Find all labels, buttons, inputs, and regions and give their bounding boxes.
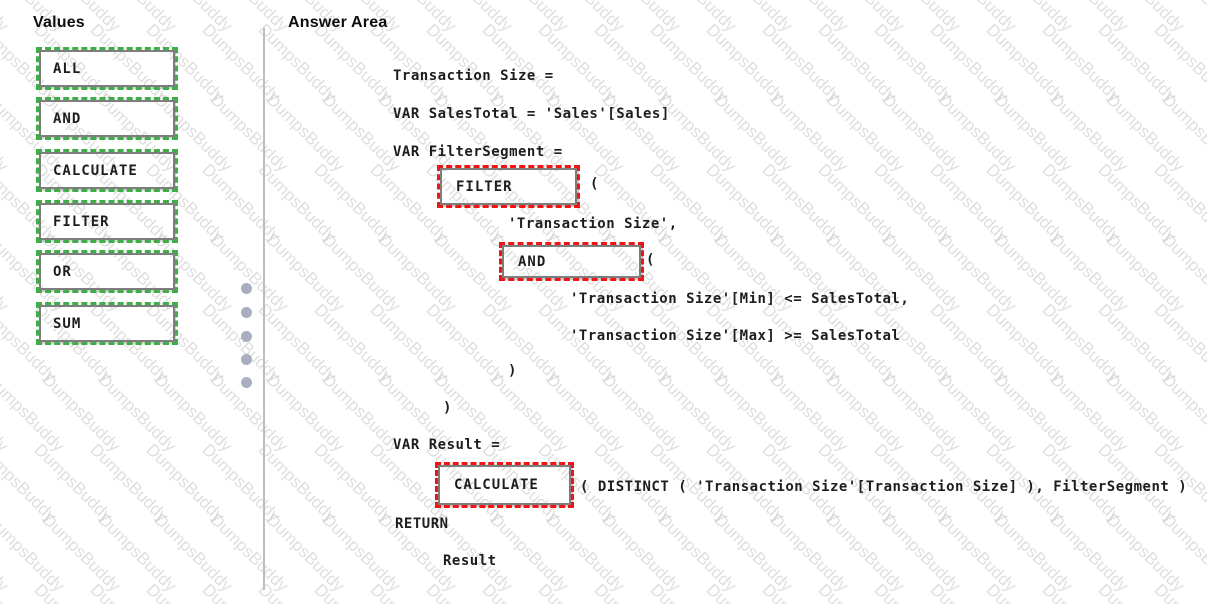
answer-slot-calculate[interactable]: CALCULATE bbox=[435, 462, 574, 508]
value-chip-label: FILTER bbox=[53, 213, 110, 230]
code-line-distinct-expression: ( DISTINCT ( 'Transaction Size'[Transact… bbox=[580, 479, 1188, 495]
code-line-measure-name: Transaction Size = bbox=[393, 68, 554, 84]
answer-slot-filter[interactable]: FILTER bbox=[437, 165, 580, 208]
values-panel-title: Values bbox=[33, 14, 85, 31]
drag-dot-icon bbox=[241, 331, 252, 342]
answer-area-title: Answer Area bbox=[288, 14, 388, 31]
code-line-var-salestotal: VAR SalesTotal = 'Sales'[Sales] bbox=[393, 106, 670, 122]
value-chip-label: CALCULATE bbox=[53, 162, 138, 179]
code-close-paren: ) bbox=[508, 363, 517, 379]
panel-divider bbox=[263, 28, 265, 590]
code-open-paren: ( bbox=[646, 252, 655, 268]
code-line-var-result: VAR Result = bbox=[393, 437, 501, 453]
code-line-transaction-size-table: 'Transaction Size', bbox=[508, 216, 678, 232]
code-line-result: Result bbox=[443, 553, 497, 569]
code-line-return: RETURN bbox=[395, 516, 449, 532]
value-chip-all[interactable]: ALL bbox=[36, 47, 178, 90]
value-chip-calculate[interactable]: CALCULATE bbox=[36, 149, 178, 192]
code-line-var-filtersegment: VAR FilterSegment = bbox=[393, 144, 563, 160]
drag-dot-icon bbox=[241, 377, 252, 388]
value-chip-sum[interactable]: SUM bbox=[36, 302, 178, 345]
value-chip-label: ALL bbox=[53, 60, 82, 77]
drag-dot-icon bbox=[241, 307, 252, 318]
answer-slot-and[interactable]: AND bbox=[499, 242, 644, 281]
value-chip-or[interactable]: OR bbox=[36, 250, 178, 293]
code-line-max-condition: 'Transaction Size'[Max] >= SalesTotal bbox=[570, 328, 901, 344]
answer-slot-label: AND bbox=[518, 253, 547, 270]
code-open-paren: ( bbox=[590, 176, 599, 192]
answer-slot-label: CALCULATE bbox=[454, 477, 539, 493]
answer-slot-label: FILTER bbox=[456, 178, 513, 195]
drag-dot-icon bbox=[241, 354, 252, 365]
value-chip-label: AND bbox=[53, 110, 82, 127]
value-chip-label: SUM bbox=[53, 315, 82, 332]
code-line-min-condition: 'Transaction Size'[Min] <= SalesTotal, bbox=[570, 291, 910, 307]
value-chip-label: OR bbox=[53, 263, 72, 280]
value-chip-filter[interactable]: FILTER bbox=[36, 200, 178, 243]
value-chip-and[interactable]: AND bbox=[36, 97, 178, 140]
drag-dot-icon bbox=[241, 283, 252, 294]
code-close-paren: ) bbox=[443, 400, 452, 416]
